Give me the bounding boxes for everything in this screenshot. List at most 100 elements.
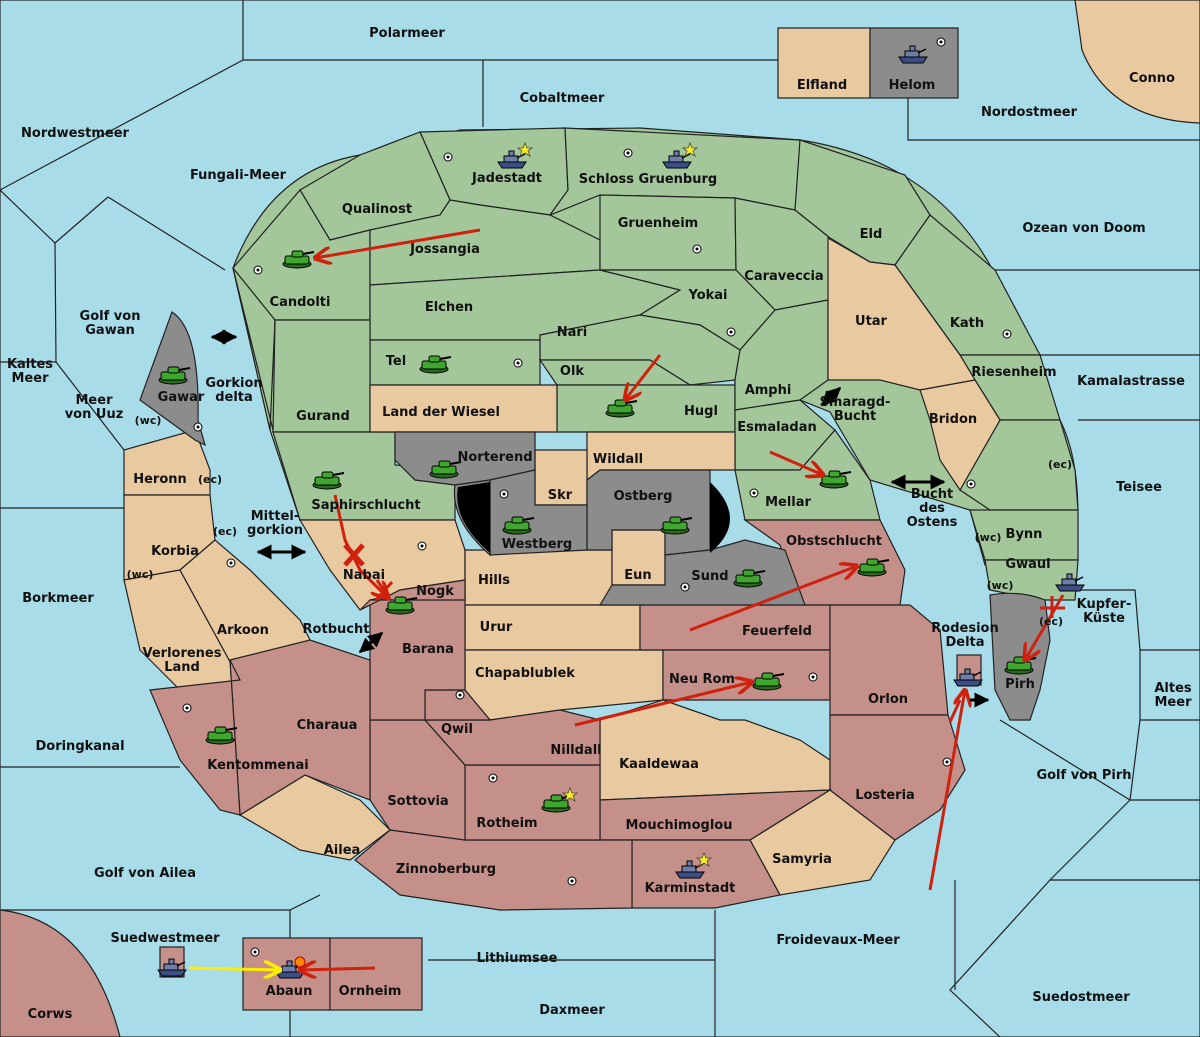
coast-tags: (wc) (ec) (ec) (wc) (ec) (wc) (wc) (ec)	[127, 414, 1072, 628]
label-froidevaux-meer: Froidevaux-Meer	[776, 933, 900, 948]
label-wildall: Wildall	[593, 452, 643, 467]
region-elfland	[777, 27, 871, 99]
label-corws: Corws	[28, 1007, 73, 1022]
label-gruenheim: Gruenheim	[618, 216, 698, 231]
label-jadestadt: Jadestadt	[471, 171, 542, 186]
label-tel: Tel	[386, 354, 406, 369]
region-sund	[598, 539, 806, 606]
label-yokai: Yokai	[687, 288, 727, 303]
label-samyria: Samyria	[772, 852, 832, 867]
label-norterend: Norterend	[457, 450, 532, 465]
sea-labels: Polarmeer Cobaltmeer Nordwestmeer Fungal…	[7, 26, 1192, 1018]
label-esmaladan: Esmaladan	[737, 420, 817, 435]
label-westberg: Westberg	[502, 537, 572, 552]
label-bridon: Bridon	[929, 412, 977, 427]
coast-tag: (ec)	[213, 525, 237, 538]
label-jossangia: Jossangia	[409, 242, 480, 257]
coast-tag: (wc)	[975, 531, 1002, 544]
label-lithiumsee: Lithiumsee	[477, 951, 558, 966]
label-nabai: Nabai	[343, 568, 385, 583]
label-ailea: Ailea	[324, 843, 361, 858]
region-amphi	[734, 299, 829, 411]
label-eun: Eun	[624, 568, 651, 583]
label-candolti: Candolti	[270, 295, 331, 310]
label-charaua: Charaua	[297, 718, 358, 733]
label-abaun: Abaun	[266, 984, 313, 999]
label-rotheim: Rotheim	[476, 816, 537, 831]
label-elfland: Elfland	[797, 78, 847, 93]
region-bridon	[919, 379, 1001, 492]
label-mittel-gorkion: Mittel-gorkion	[247, 509, 303, 538]
label-neu-rom: Neu Rom	[669, 672, 735, 687]
label-cobaltmeer: Cobaltmeer	[520, 91, 605, 106]
label-nari: Nari	[557, 325, 588, 340]
label-mouchimoglou: Mouchimoglou	[626, 818, 733, 833]
coast-tag: (wc)	[987, 579, 1014, 592]
label-nilldall: Nilldall	[550, 743, 601, 758]
label-gwaul: Gwaul	[1005, 557, 1050, 572]
region-heronn	[123, 429, 211, 496]
label-bynn: Bynn	[1006, 527, 1043, 542]
label-utar: Utar	[855, 314, 888, 329]
label-doringkanal: Doringkanal	[35, 739, 124, 754]
label-smaragd-bucht: Smaragd-Bucht	[820, 395, 891, 424]
region-ornheim	[329, 937, 423, 1011]
coast-tag: (wc)	[127, 568, 154, 581]
label-zinnoberburg: Zinnoberburg	[396, 862, 496, 877]
label-obstschlucht: Obstschlucht	[786, 534, 882, 549]
label-golf-von-pirh: Golf von Pirh	[1036, 768, 1131, 783]
label-nogk: Nogk	[416, 584, 454, 599]
label-barana: Barana	[402, 642, 454, 657]
coast-tag: (ec)	[198, 473, 222, 486]
label-hugl: Hugl	[684, 404, 718, 419]
label-caraveccia: Caraveccia	[744, 269, 823, 284]
label-teisee: Teisee	[1116, 480, 1162, 495]
label-saphirschlucht: Saphirschlucht	[311, 498, 420, 513]
land-labels: Conno Elfland Helom Jadestadt Schloss Gr…	[28, 71, 1175, 1022]
region-gruenheim	[599, 194, 737, 271]
label-arkoon: Arkoon	[217, 623, 269, 638]
label-skr: Skr	[548, 488, 573, 503]
label-chapablublek: Chapablublek	[475, 666, 575, 681]
label-hills: Hills	[478, 573, 510, 588]
label-amphi: Amphi	[745, 383, 792, 398]
label-sund: Sund	[691, 569, 728, 584]
label-urur: Urur	[480, 620, 513, 635]
label-suedwestmeer: Suedwestmeer	[110, 931, 220, 946]
coast-tag: (wc)	[135, 414, 162, 427]
label-polarmeer: Polarmeer	[369, 26, 445, 41]
label-kamalastrasse: Kamalastrasse	[1077, 374, 1185, 389]
label-ozean-von-doom: Ozean von Doom	[1022, 221, 1145, 236]
label-ostberg: Ostberg	[614, 489, 673, 504]
label-kupfer-kueste: Kupfer-Küste	[1077, 597, 1132, 626]
label-gurand: Gurand	[296, 409, 350, 424]
label-riesenheim: Riesenheim	[971, 365, 1056, 380]
label-feuerfeld: Feuerfeld	[742, 624, 812, 639]
label-borkmeer: Borkmeer	[22, 591, 94, 606]
label-karminstadt: Karminstadt	[645, 881, 736, 896]
region-kentommenai	[149, 659, 241, 816]
label-ornheim: Ornheim	[339, 984, 402, 999]
label-land-der-wiesel: Land der Wiesel	[382, 405, 500, 420]
label-pirh: Pirh	[1005, 677, 1035, 692]
label-schloss-gruenburg: Schloss Gruenburg	[579, 172, 717, 187]
label-olk: Olk	[560, 364, 585, 379]
label-korbia: Korbia	[151, 544, 199, 559]
label-orlon: Orlon	[868, 692, 908, 707]
label-eld: Eld	[860, 227, 883, 242]
label-qwil: Qwil	[441, 722, 473, 737]
label-kentommenai: Kentommenai	[207, 758, 308, 773]
label-heronn: Heronn	[133, 472, 187, 487]
label-conno: Conno	[1129, 71, 1175, 86]
region-land-der-wiesel	[369, 384, 558, 433]
label-mellar: Mellar	[765, 495, 811, 510]
region-orlon	[829, 604, 949, 716]
